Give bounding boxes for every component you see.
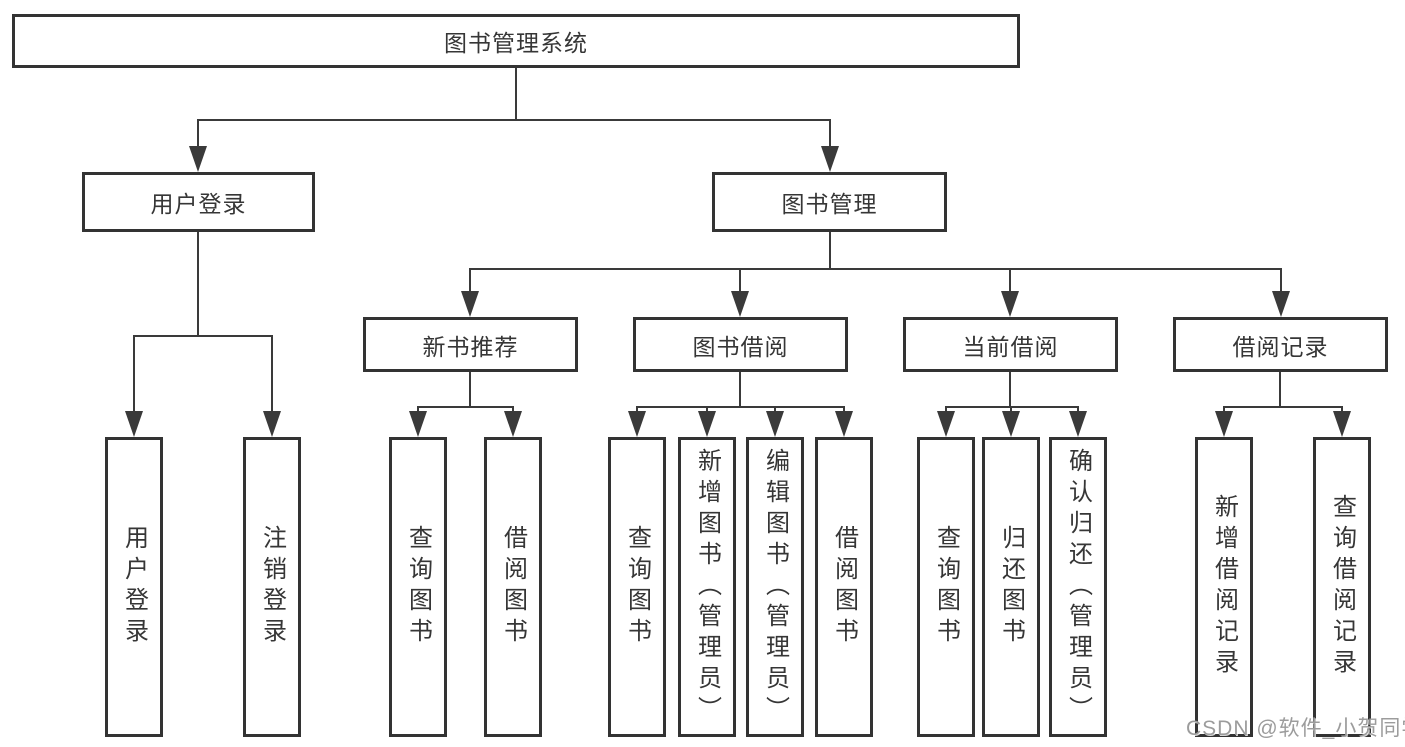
connector-line: [1341, 406, 1343, 415]
leaf-query-books-current: 查询图书: [917, 437, 975, 737]
arrowhead-down: [409, 411, 427, 437]
connector-line: [829, 119, 831, 149]
connector-line: [417, 406, 419, 415]
arrowhead-down: [1272, 291, 1290, 317]
arrowhead-down: [263, 411, 281, 437]
leaf-edit-book-admin: 编辑图书（管理员）: [746, 437, 804, 737]
leaf-add-borrow-record: 新增借阅记录: [1195, 437, 1253, 737]
connector-line: [706, 406, 708, 415]
connector-line: [945, 406, 1079, 408]
leaf-confirm-return-admin: 确认归还（管理员）: [1049, 437, 1107, 737]
connector-line: [271, 335, 273, 415]
arrowhead-down: [125, 411, 143, 437]
connector-line: [1223, 406, 1343, 408]
leaf-borrow-books-borrow: 借阅图书: [815, 437, 873, 737]
connector-line: [739, 268, 741, 294]
arrowhead-down: [1069, 411, 1087, 437]
connector-line: [1009, 372, 1011, 408]
connector-line: [1279, 372, 1281, 408]
connector-line: [739, 372, 741, 408]
leaf-query-borrow-record: 查询借阅记录: [1313, 437, 1371, 737]
watermark: CSDN @软件_小贺同学: [1186, 717, 1405, 740]
connector-line: [197, 119, 831, 121]
connector-line: [469, 372, 471, 408]
arrowhead-down: [937, 411, 955, 437]
leaf-logout: 注销登录: [243, 437, 301, 737]
node-library-system: 图书管理系统: [12, 14, 1020, 68]
connector-line: [774, 406, 776, 415]
arrowhead-down: [731, 291, 749, 317]
arrowhead-down: [189, 146, 207, 172]
connector-line: [133, 335, 273, 337]
connector-line: [133, 335, 135, 415]
connector-line: [1010, 406, 1012, 415]
arrowhead-down: [1001, 291, 1019, 317]
arrowhead-down: [628, 411, 646, 437]
connector-line: [636, 406, 638, 415]
connector-line: [1223, 406, 1225, 415]
connector-line: [512, 406, 514, 415]
node-user-login: 用户登录: [82, 172, 315, 232]
connector-line: [469, 268, 471, 294]
arrowhead-down: [835, 411, 853, 437]
connector-line: [1009, 268, 1011, 294]
arrowhead-down: [1215, 411, 1233, 437]
arrowhead-down: [1002, 411, 1020, 437]
connector-line: [843, 406, 845, 415]
node-current-borrow: 当前借阅: [903, 317, 1118, 372]
leaf-add-book-admin: 新增图书（管理员）: [678, 437, 736, 737]
connector-line: [1280, 268, 1282, 294]
leaf-user-login: 用户登录: [105, 437, 163, 737]
node-borrow-records: 借阅记录: [1173, 317, 1388, 372]
connector-line: [197, 119, 199, 149]
arrowhead-down: [461, 291, 479, 317]
arrowhead-down: [698, 411, 716, 437]
leaf-query-books-borrow: 查询图书: [608, 437, 666, 737]
connector-line: [469, 268, 1282, 270]
arrowhead-down: [821, 146, 839, 172]
connector-line: [515, 68, 517, 120]
arrowhead-down: [504, 411, 522, 437]
leaf-query-books-recommend: 查询图书: [389, 437, 447, 737]
node-new-book-recommend: 新书推荐: [363, 317, 578, 372]
arrowhead-down: [1333, 411, 1351, 437]
connector-line: [197, 232, 199, 336]
connector-line: [417, 406, 514, 408]
node-book-borrow: 图书借阅: [633, 317, 848, 372]
connector-line: [1077, 406, 1079, 415]
leaf-return-book: 归还图书: [982, 437, 1040, 737]
connector-line: [636, 406, 845, 408]
node-book-management: 图书管理: [712, 172, 947, 232]
arrowhead-down: [766, 411, 784, 437]
connector-line: [945, 406, 947, 415]
connector-line: [829, 232, 831, 269]
leaf-borrow-books-recommend: 借阅图书: [484, 437, 542, 737]
